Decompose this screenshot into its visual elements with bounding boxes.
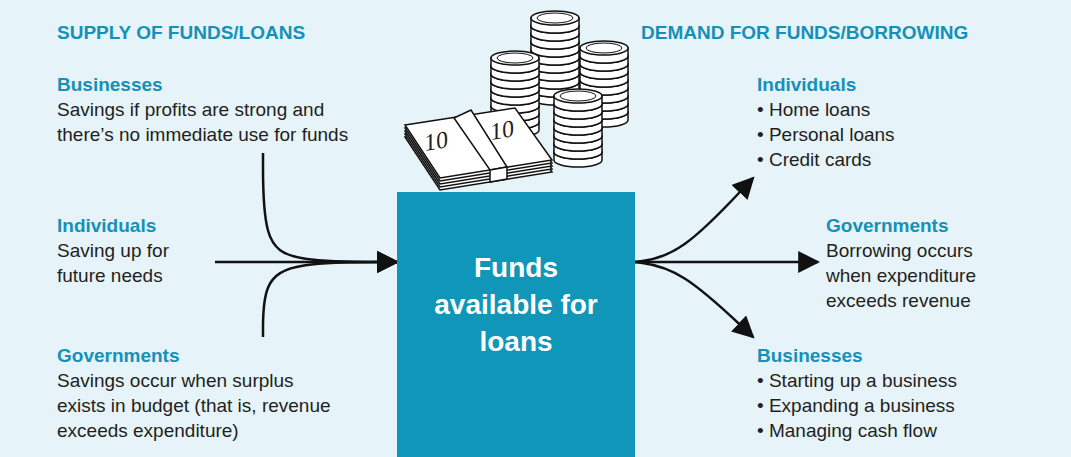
group-text: • Expanding a business	[757, 393, 1027, 418]
coin-top	[580, 41, 628, 55]
group-heading: Businesses	[757, 343, 1027, 368]
demand-group: Individuals• Home loans• Personal loans•…	[757, 72, 1017, 172]
banknote	[405, 108, 552, 178]
demand-group: GovernmentsBorrowing occurs when expendi…	[826, 213, 994, 313]
group-text: Savings occur when surplus exists in bud…	[57, 368, 347, 443]
group-heading: Governments	[826, 213, 994, 238]
note-value: 10	[488, 115, 516, 146]
group-heading: Businesses	[57, 72, 357, 97]
bundle-band	[490, 167, 507, 182]
coin-rim	[497, 53, 533, 63]
supply-group: IndividualsSaving up for future needs	[57, 213, 207, 288]
box-label: Funds available for loans	[415, 249, 617, 360]
group-text: • Home loans	[757, 97, 1017, 122]
coin-rim	[560, 91, 596, 101]
banknote-bundle	[405, 108, 552, 190]
coin-top	[491, 51, 539, 65]
group-text: Savings if profits are strong and there’…	[57, 97, 357, 147]
funds-box: Funds available for loans	[397, 192, 635, 457]
coin-stack	[554, 89, 602, 167]
group-heading: Individuals	[757, 72, 1017, 97]
coin-top	[554, 89, 602, 103]
section-heading: SUPPLY OF FUNDS/LOANS	[57, 22, 305, 44]
flow-arrow	[635, 261, 818, 264]
coin-top	[531, 11, 579, 25]
group-text: Borrowing occurs when expenditure exceed…	[826, 238, 994, 313]
group-heading: Individuals	[57, 213, 207, 238]
note-value: 10	[422, 126, 450, 157]
group-text: • Personal loans	[757, 122, 1017, 147]
demand-group: Businesses• Starting up a business• Expa…	[757, 343, 1027, 443]
flow-arrow	[635, 178, 753, 262]
supply-group: BusinessesSavings if profits are strong …	[57, 72, 357, 147]
flow-arrow	[263, 153, 397, 262]
group-text: • Managing cash flow	[757, 418, 1027, 443]
group-text: • Credit cards	[757, 147, 1017, 172]
group-text: Saving up for future needs	[57, 238, 207, 288]
section-heading: DEMAND FOR FUNDS/BORROWING	[641, 22, 968, 44]
flow-arrow	[263, 262, 397, 337]
supply-group: GovernmentsSavings occur when surplus ex…	[57, 343, 347, 443]
group-heading: Governments	[57, 343, 347, 368]
flow-arrow	[635, 262, 753, 337]
group-text: • Starting up a business	[757, 368, 1027, 393]
coin-rim	[537, 13, 573, 23]
coin-rim	[586, 43, 622, 53]
